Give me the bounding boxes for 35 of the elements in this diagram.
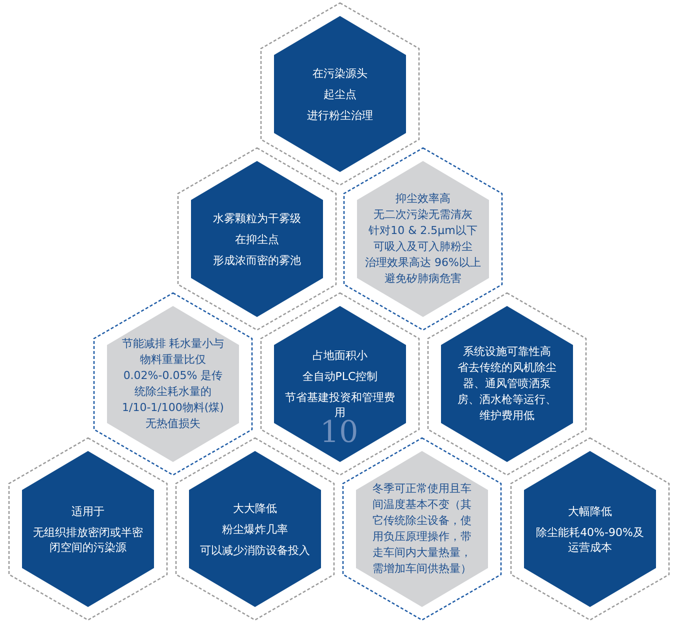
hexagon-text: 节省基建投资和管理费用 (284, 390, 396, 420)
hexagon-text: 可吸入及可入肺粉尘 (374, 239, 472, 255)
hexagon-text: 避免矽肺病危害 (384, 271, 462, 287)
hexagon-text: 冬季可正常使用且车间温度基本不变（其它传统除尘设备，使用负压原理操作，带走车间内大量热量，需增加车间供热量） (372, 481, 472, 577)
hexagon-tile (177, 147, 337, 331)
hexagon-text: 可以减少消防设备投入 (200, 542, 310, 558)
hexagon-tile (8, 437, 168, 621)
hexagon-text: 在污染源头 (312, 66, 368, 80)
hexagon-text: 进行粉尘治理 (307, 108, 373, 122)
hexagon-text: 无组织排放密闭或半密闭空间的污染源 (32, 524, 144, 554)
hexagon-text: 粉尘爆炸几率 (222, 522, 288, 536)
background-numeral: 10 (320, 418, 358, 448)
hexagon-text: 大大降低 (233, 500, 277, 516)
hexagon-text: 形成浓而密的雾池 (213, 252, 301, 268)
hexagon-text: 在抑尘点 (235, 232, 279, 246)
hexagon-text: 除尘能耗40%-90%及运营成本 (535, 524, 645, 554)
hexagon-tile (510, 437, 670, 621)
hexagon-text: 针对10 & 2.5μm以下 (368, 223, 478, 239)
hexagon-text: 无二次污染无需清灰 (374, 207, 472, 223)
hexagon-tile (260, 292, 420, 476)
hexagon-tile (93, 292, 253, 476)
hexagon-text: 节能减排 耗水量小与物料重量比仅0.02%-0.05% 是传统除尘耗水量的1/10-1/100物料(煤)无热值损失 (121, 336, 225, 432)
hexagon-text: 起尘点 (324, 86, 356, 102)
hexagon-text: 抑尘效率高 (396, 191, 450, 207)
hexagon-text: 适用于 (72, 504, 104, 518)
hexagon-text: 水雾颗粒为干雾级 (213, 210, 301, 226)
hexagon-tile (427, 292, 587, 476)
hexagon-text: 占地面积小 (312, 348, 368, 363)
hexagon-text: 大幅降低 (568, 504, 612, 518)
hexagon-tile (343, 147, 503, 331)
hexagon-tile (260, 2, 420, 186)
hexagon-text: 全自动PLC控制 (302, 369, 378, 384)
hexagon-text: 系统设施可靠性高 (463, 344, 551, 360)
hexagon-text: 治理效果高达 96%以上 (365, 255, 481, 271)
hexagon-text: 省去传统的风机除尘器、通风管喷洒泵房、洒水枪等运行、维护费用低 (457, 360, 557, 424)
